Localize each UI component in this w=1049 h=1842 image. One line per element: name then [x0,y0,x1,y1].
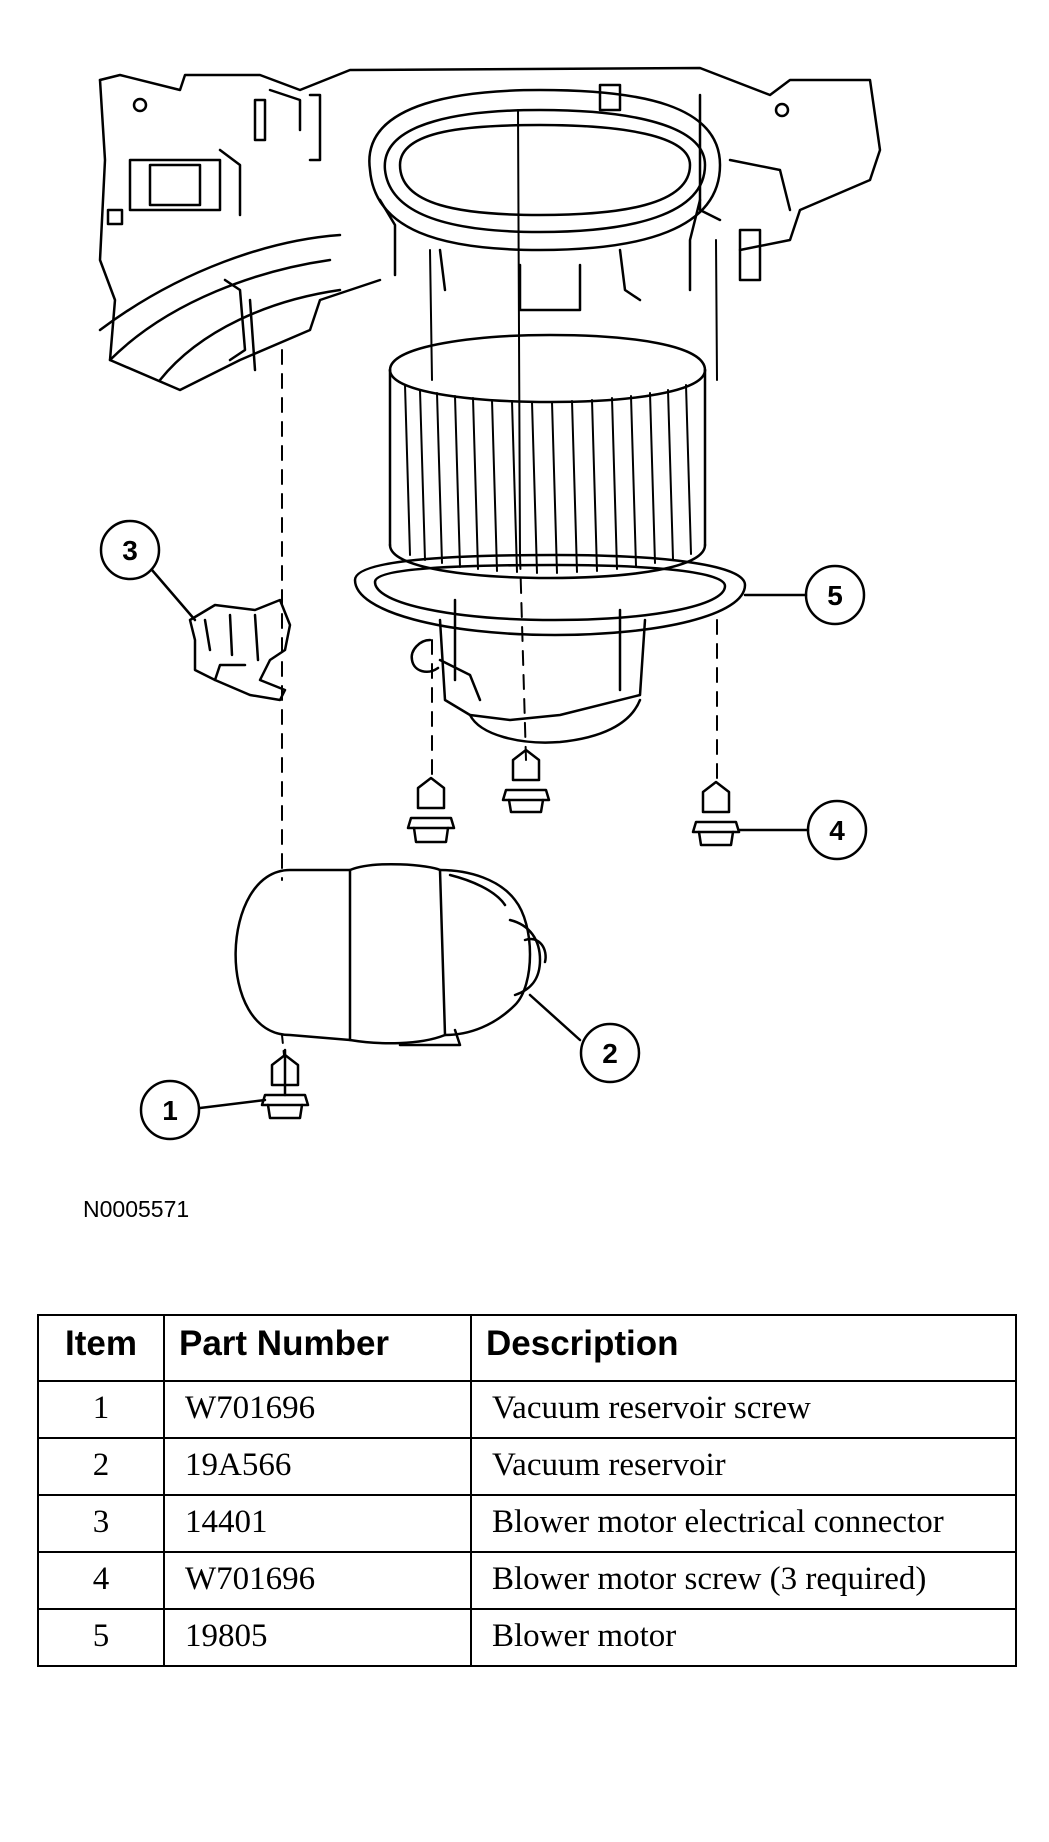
callout-1: 1 [139,1079,267,1141]
callout-2: 2 [528,993,641,1084]
cell-part-number: 19805 [163,1608,472,1667]
blower-wheel [388,333,707,580]
screw-item-4-right [691,780,741,847]
svg-text:5: 5 [827,580,843,611]
screw-item-4-left [406,776,456,844]
table-row: 1 W701696 Vacuum reservoir screw [37,1380,1017,1439]
cell-part-number: 19A566 [163,1437,472,1496]
cell-item: 2 [37,1437,165,1496]
screw-item-4-center [501,748,551,814]
figure-id: N0005571 [83,1196,190,1222]
table-row: 5 19805 Blower motor [37,1608,1017,1667]
cell-description: Vacuum reservoir [470,1437,1017,1496]
blower-housing-ring [368,88,722,312]
cell-description: Vacuum reservoir screw [470,1380,1017,1439]
cell-description: Blower motor electrical connector [470,1494,1017,1553]
alignment-lines [281,109,718,1056]
header-item: Item [37,1314,165,1382]
cell-item: 5 [37,1608,165,1667]
parts-table: Item Part Number Description 1 W701696 V… [37,1314,1017,1667]
table-row: 4 W701696 Blower motor screw (3 required… [37,1551,1017,1610]
svg-text:4: 4 [829,815,845,846]
callout-4: 4 [737,799,868,861]
blower-motor [353,553,747,744]
cell-description: Blower motor screw (3 required) [470,1551,1017,1610]
callout-5: 5 [743,564,866,626]
cell-part-number: W701696 [163,1380,472,1439]
cell-part-number: W701696 [163,1551,472,1610]
screw-item-1 [260,1048,310,1120]
svg-text:1: 1 [162,1095,178,1126]
callout-3: 3 [99,519,197,622]
header-part-number: Part Number [163,1314,472,1382]
svg-text:2: 2 [602,1038,618,1069]
cell-description: Blower motor [470,1608,1017,1667]
electrical-connector [188,598,292,702]
cell-item: 1 [37,1380,165,1439]
cell-item: 3 [37,1494,165,1553]
header-description: Description [470,1314,1017,1382]
table-row: 2 19A566 Vacuum reservoir [37,1437,1017,1496]
table-header-row: Item Part Number Description [37,1314,1017,1382]
vacuum-reservoir [234,862,547,1047]
blower-motor-exploded-diagram: 1 2 3 4 5 [98,66,882,1141]
cell-item: 4 [37,1551,165,1610]
table-row: 3 14401 Blower motor electrical connecto… [37,1494,1017,1553]
svg-text:3: 3 [122,535,138,566]
hvac-housing [98,66,882,392]
cell-part-number: 14401 [163,1494,472,1553]
